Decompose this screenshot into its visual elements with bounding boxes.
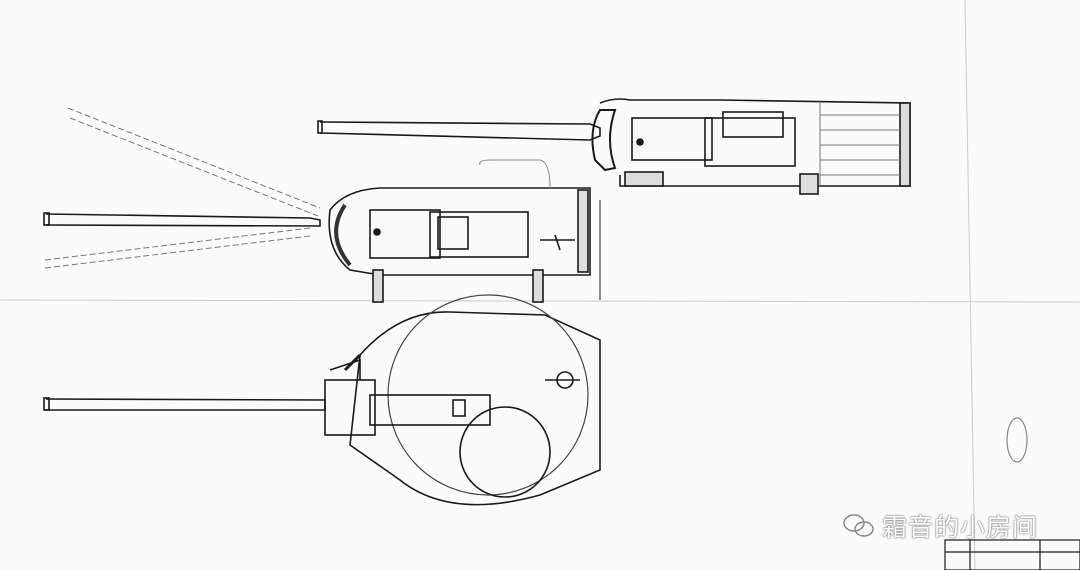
plan-view-turret [43,294,601,506]
side-view-turret-upper [317,98,911,195]
watermark: 霜音的小房间 [842,508,1038,544]
watermark-text: 霜音的小房间 [882,513,1039,542]
elevated-barrels [44,107,321,269]
title-block [944,417,1080,570]
side-view-turret-middle [43,159,601,303]
wechat-icon [843,514,874,537]
